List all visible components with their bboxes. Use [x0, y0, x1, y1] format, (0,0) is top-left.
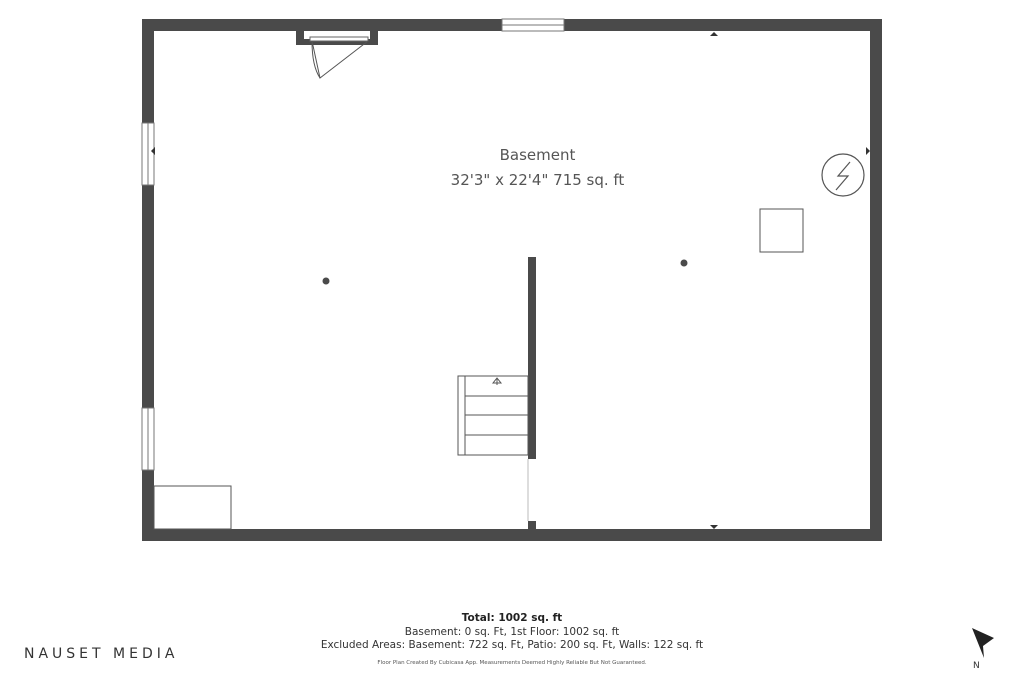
entry-door [296, 29, 378, 79]
compass-label: N [973, 661, 980, 671]
window-left-lower [141, 407, 155, 471]
disclaimer: Floor Plan Created By Cubicasa App. Meas… [377, 660, 647, 666]
ceiling-point-right [680, 259, 688, 267]
wall-markers [151, 32, 870, 529]
staircase [457, 375, 529, 456]
interior-wall [528, 257, 536, 531]
room-name: Basement [499, 146, 576, 164]
storage-area [153, 485, 232, 530]
ceiling-point-left [322, 277, 330, 285]
area-breakdown: Basement: 0 sq. Ft, 1st Floor: 1002 sq. … [404, 626, 620, 638]
brand-logo: NAUSET MEDIA [24, 646, 179, 662]
exterior-walls [142, 19, 882, 541]
window-top [501, 18, 565, 32]
room-dimensions: 32'3" x 22'4" 715 sq. ft [450, 171, 625, 189]
total-area: Total: 1002 sq. ft [461, 612, 563, 624]
excluded-areas: Excluded Areas: Basement: 722 sq. Ft, Pa… [320, 639, 704, 651]
electrical-panel-icon [821, 153, 865, 197]
north-arrow-icon [972, 628, 994, 658]
utility-fixture [759, 208, 804, 253]
window-left-upper [141, 122, 155, 186]
